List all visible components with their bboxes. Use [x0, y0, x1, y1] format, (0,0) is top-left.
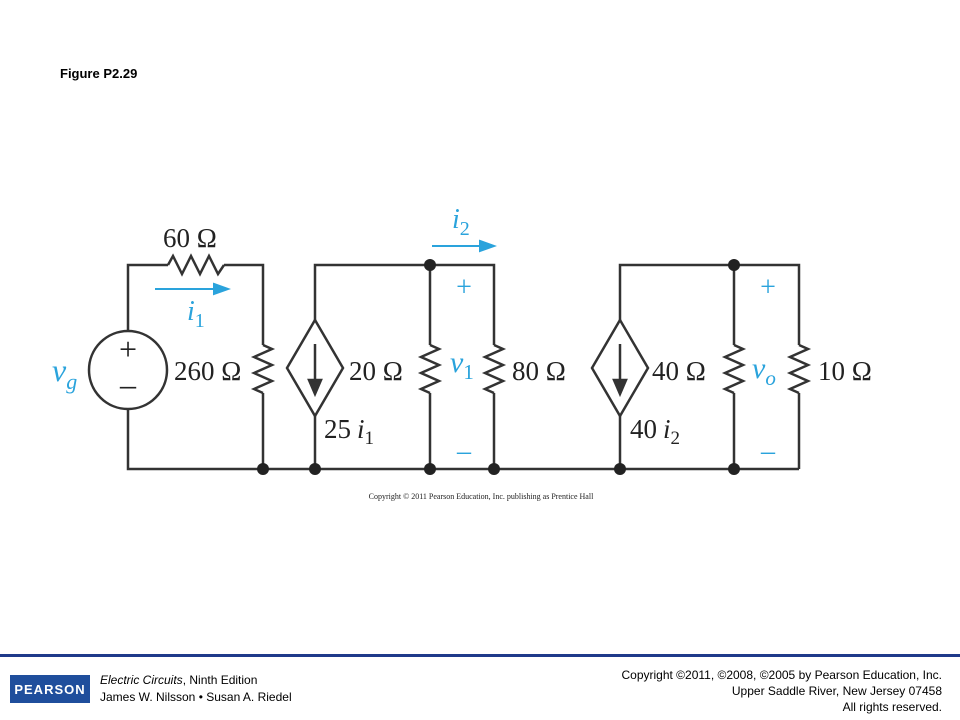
vo-plus-sign: + — [760, 272, 776, 303]
source-minus-sign: – — [119, 366, 137, 402]
current-i1-label: i1 — [187, 296, 205, 332]
figure-title: Figure P2.29 — [60, 66, 138, 81]
resistor-60-symbol — [166, 253, 226, 277]
current-i2-arrow-icon — [479, 239, 497, 253]
book-info: Electric Circuits, Ninth Edition James W… — [100, 672, 292, 706]
book-title: Electric Circuits — [100, 673, 183, 687]
figure-copyright-notice: Copyright © 2011 Pearson Education, Inc.… — [369, 492, 594, 501]
pearson-logo: PEARSON — [10, 675, 90, 703]
book-authors: James W. Nilsson • Susan A. Riedel — [100, 690, 292, 704]
v1-plus-sign: + — [456, 272, 472, 303]
footer-divider — [0, 654, 960, 657]
vg-label: vg — [52, 352, 77, 394]
dependent-source-40i2-symbol — [590, 317, 650, 419]
resistor-80-label: 80 Ω — [512, 356, 566, 386]
v1-label: v1 — [450, 346, 474, 384]
resistor-260-symbol — [250, 343, 276, 395]
node-dot — [424, 463, 436, 475]
publisher-copyright: Copyright ©2011, ©2008, ©2005 by Pearson… — [621, 667, 942, 715]
copyright-line: All rights reserved. — [842, 700, 942, 714]
node-dot — [728, 259, 740, 271]
wire-middle-top — [313, 263, 496, 345]
resistor-40-label: 40 Ω — [652, 356, 706, 386]
source-plus-sign: + — [119, 331, 137, 367]
resistor-60-label: 60 Ω — [163, 223, 217, 253]
node-dot — [614, 463, 626, 475]
node-dot — [309, 463, 321, 475]
dependent-source-25i1-symbol — [285, 317, 345, 419]
down-arrow-icon — [307, 378, 323, 398]
current-i1-arrow-icon — [213, 282, 231, 296]
resistor-260-label: 260 Ω — [174, 356, 241, 386]
copyright-line: Upper Saddle River, New Jersey 07458 — [731, 684, 942, 698]
v1-minus-sign: – — [456, 436, 472, 467]
node-dot — [488, 463, 500, 475]
resistor-40-symbol — [721, 343, 747, 395]
vo-label: vo — [752, 352, 776, 390]
wire-left-loop — [126, 263, 265, 471]
vo-minus-sign: – — [760, 436, 776, 467]
current-i2-label: i2 — [452, 204, 470, 240]
node-dot — [728, 463, 740, 475]
wire-right-top — [618, 263, 801, 345]
resistor-10-symbol — [786, 343, 812, 395]
node-dot — [424, 259, 436, 271]
copyright-line: Copyright ©2011, ©2008, ©2005 by Pearson… — [621, 668, 942, 682]
resistor-20-symbol — [417, 343, 443, 395]
resistor-10-label: 10 Ω — [818, 356, 872, 386]
voltage-source-symbol — [87, 329, 169, 411]
circuit-diagram: + – vg 60 Ω 260 Ω 20 Ω 80 Ω 40 Ω 10 Ω 25… — [52, 204, 872, 501]
resistor-80-symbol — [481, 343, 507, 395]
down-arrow-icon — [612, 378, 628, 398]
resistor-20-label: 20 Ω — [349, 356, 403, 386]
node-dot — [257, 463, 269, 475]
book-edition: , Ninth Edition — [182, 673, 258, 687]
book-title-line: Electric Circuits, Ninth Edition — [100, 672, 292, 689]
